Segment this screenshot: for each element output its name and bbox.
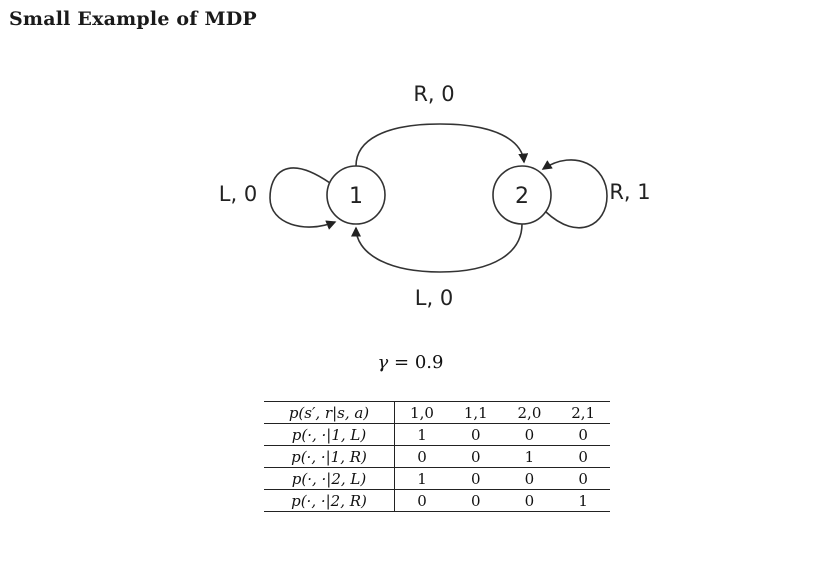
table-row: p(·, ·|1, R) 0 0 1 0 <box>264 445 610 468</box>
table-header-row: p(s′, r|s, a) 1,0 1,1 2,0 2,1 <box>264 401 610 424</box>
row-label: p(·, ·|2, R) <box>264 489 395 512</box>
edge-1-to-1 <box>269 167 337 230</box>
header-cell: 1,1 <box>463 403 488 422</box>
state-node-1: 1 <box>326 165 386 225</box>
edge-2-to-1 <box>351 223 523 273</box>
edge-label: R, 0 <box>413 82 454 106</box>
gamma-symbol: γ <box>377 352 389 373</box>
table-cell: 1 <box>578 491 588 510</box>
gamma-equals: = <box>388 352 415 373</box>
table-cell: 1 <box>524 447 535 466</box>
table-cell: 0 <box>470 425 481 444</box>
table-cell: 1 <box>417 425 427 444</box>
edge-1-to-2 <box>355 123 529 167</box>
header-cell: 1,0 <box>410 403 434 422</box>
table-cell: 0 <box>524 425 535 444</box>
table-cell: 0 <box>470 447 481 466</box>
edge-label: L, 0 <box>219 182 257 206</box>
header-cell: p(s′, r|s, a) <box>264 401 395 424</box>
header-cell: 2,0 <box>517 403 542 422</box>
table-cell: 0 <box>578 425 588 444</box>
discount-factor: γ = 0.9 <box>0 352 821 373</box>
state-node-2: 2 <box>492 165 552 225</box>
page-title: Small Example of MDP <box>9 8 257 30</box>
gamma-value: 0.9 <box>414 352 444 373</box>
edge-label: R, 1 <box>609 180 650 204</box>
table-cell: 0 <box>578 469 588 488</box>
row-label: p(·, ·|1, R) <box>264 445 395 468</box>
table-row: p(·, ·|2, R) 0 0 0 1 <box>264 489 610 512</box>
edge-label: L, 0 <box>415 286 453 310</box>
table-cell: 0 <box>417 491 427 510</box>
table-cell: 0 <box>417 447 427 466</box>
mdp-diagram: 1 2 L, 0 R, 0 R, 1 L, 0 <box>219 82 651 310</box>
table-cell: 0 <box>470 491 481 510</box>
table-row: p(·, ·|1, L) 1 0 0 0 <box>264 423 610 446</box>
state-label: 1 <box>349 184 363 209</box>
table-row: p(·, ·|2, L) 1 0 0 0 <box>264 467 610 490</box>
table-cell: 0 <box>524 469 535 488</box>
table-cell: 0 <box>524 491 535 510</box>
state-label: 2 <box>515 184 529 209</box>
transition-probability-table: p(s′, r|s, a) 1,0 1,1 2,0 2,1 p(·, ·|1, … <box>264 401 610 512</box>
row-label: p(·, ·|2, L) <box>264 467 395 490</box>
header-cell: 2,1 <box>571 403 596 422</box>
table-cell: 1 <box>417 469 427 488</box>
table-cell: 0 <box>578 447 588 466</box>
table-cell: 0 <box>470 469 481 488</box>
edge-2-to-2 <box>541 159 608 229</box>
row-label: p(·, ·|1, L) <box>264 423 395 446</box>
